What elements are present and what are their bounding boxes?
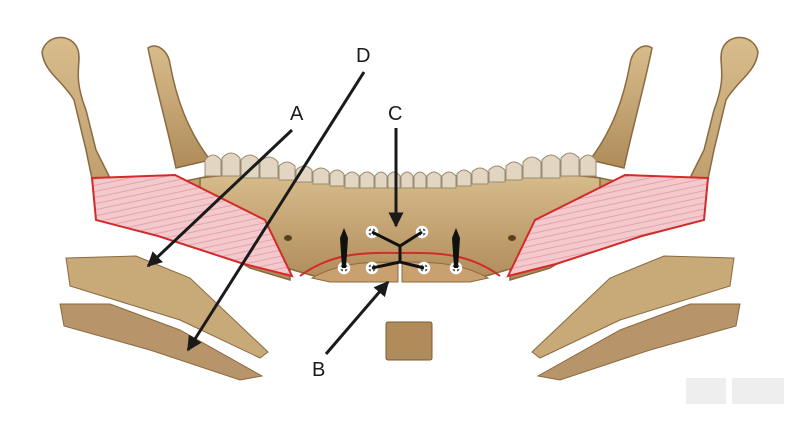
fixation-plate — [371, 230, 425, 270]
right-bone-fragments — [531, 255, 741, 381]
left-mental-foramen — [284, 235, 292, 241]
right-coronoid — [588, 45, 653, 169]
right-resection-zone — [506, 173, 710, 278]
left-lower-strip — [59, 303, 264, 381]
label-c: C — [388, 103, 403, 125]
annotation-arrows — [146, 71, 404, 355]
watermark-block — [732, 378, 784, 404]
label-d: D — [356, 45, 371, 67]
right-lower-strip — [536, 303, 741, 381]
right-mental-foramen — [508, 235, 516, 241]
chin-bone-block — [385, 321, 433, 361]
arrow-a — [146, 128, 294, 268]
label-a: A — [290, 103, 304, 125]
right-upper-strip — [531, 255, 735, 359]
mandible — [41, 36, 759, 282]
arrow-b — [324, 280, 390, 355]
watermark-block — [686, 378, 726, 404]
left-bone-fragments — [59, 255, 269, 381]
left-upper-strip — [65, 255, 269, 359]
arrow-d — [186, 71, 366, 352]
left-coronoid — [147, 45, 212, 169]
label-b: B — [312, 359, 326, 381]
vertical-pins — [340, 228, 460, 268]
teeth-row — [204, 152, 597, 189]
